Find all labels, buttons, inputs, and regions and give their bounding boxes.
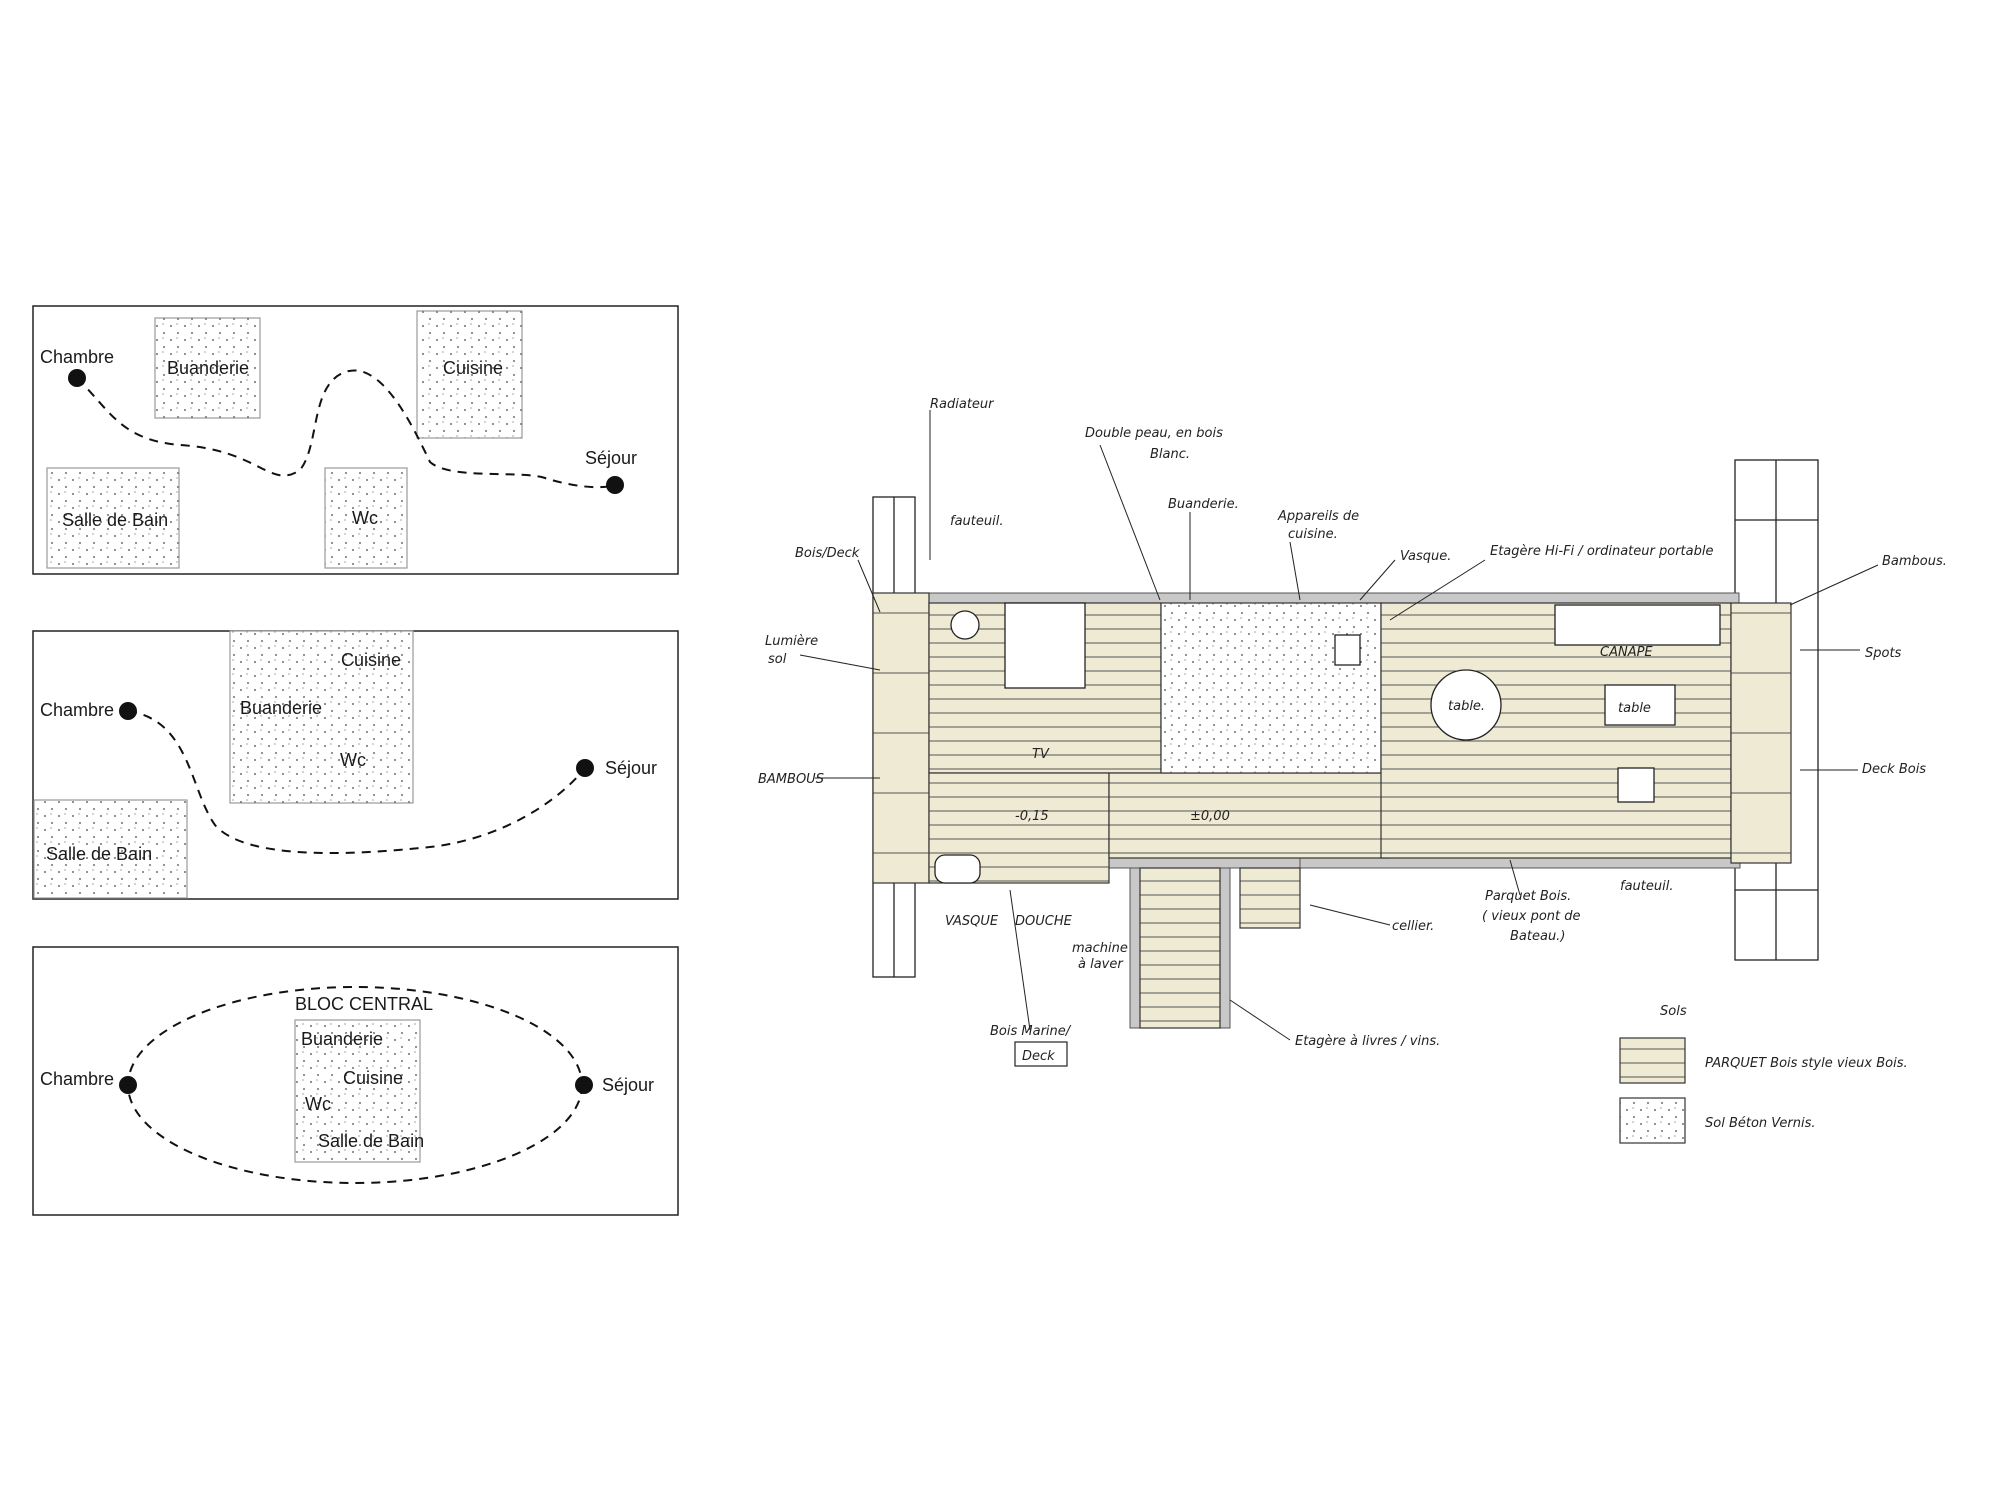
- label-sejour: Séjour: [605, 758, 657, 778]
- note-bois-deck: Bois/Deck: [795, 546, 860, 561]
- left-deck: [872, 592, 930, 884]
- corridor-floor: [1108, 772, 1390, 859]
- note-etagere-hifi: Etagère Hi-Fi / ordinateur portable: [1490, 544, 1713, 559]
- label-salle-de-bain: Salle de Bain: [46, 844, 152, 864]
- coffee-table: [1604, 684, 1676, 726]
- label-buanderie: Buanderie: [301, 1029, 383, 1049]
- legend-swatch-beton: [1619, 1097, 1686, 1144]
- label-chambre: Chambre: [40, 347, 114, 367]
- sejour-node: [606, 476, 624, 494]
- zone-salle-de-bain: [33, 799, 188, 899]
- right-deck: [1730, 602, 1792, 864]
- label-sejour: Séjour: [602, 1075, 654, 1095]
- sejour-node: [576, 759, 594, 777]
- washbasin: [934, 854, 981, 884]
- zone-cuisine: [416, 310, 523, 439]
- note-double-peau-2: Blanc.: [1150, 447, 1190, 462]
- note-fauteuil-bottom: fauteuil.: [1620, 879, 1673, 894]
- label-cuisine: Cuisine: [341, 650, 401, 670]
- label-salle-de-bain: Salle de Bain: [62, 510, 168, 530]
- label-chambre: Chambre: [40, 700, 114, 720]
- zone-salle-de-bain: [46, 467, 180, 569]
- label-wc: Wc: [340, 750, 366, 770]
- note-vasque: Vasque.: [1400, 549, 1451, 564]
- zone-wc: [324, 467, 408, 569]
- legend-swatch-parquet: [1619, 1037, 1686, 1084]
- note-spots: Spots: [1865, 646, 1902, 661]
- sofa: [1554, 604, 1721, 646]
- note-parquet-bois: Parquet Bois.: [1485, 889, 1571, 904]
- note-radiateur: Radiateur: [930, 397, 995, 412]
- note-machine: machine: [1072, 941, 1128, 956]
- label-buanderie: Buanderie: [167, 358, 249, 378]
- note-lumiere: Lumière: [765, 634, 818, 649]
- toilet: [1334, 634, 1361, 666]
- deck-label-box: [1014, 1041, 1068, 1067]
- armchair-bedroom: [950, 610, 980, 640]
- note-machine-2: à laver: [1078, 957, 1124, 972]
- label-salle-de-bain: Salle de Bain: [318, 1131, 424, 1151]
- note-double-peau: Double peau, en bois: [1085, 426, 1223, 441]
- label-chambre: Chambre: [40, 1069, 114, 1089]
- chambre-node: [119, 1076, 137, 1094]
- diagram-2: Chambre Séjour Cuisine Buanderie Wc Sall…: [32, 630, 679, 900]
- legend-title: Sols: [1660, 1004, 1687, 1019]
- label-wc: Wc: [305, 1094, 331, 1114]
- note-fauteuil-top: fauteuil.: [950, 514, 1003, 529]
- note-bois-marine: Bois Marine/: [990, 1024, 1072, 1039]
- note-cellier: cellier.: [1392, 919, 1434, 934]
- legend: Sols PARQUET Bois style vieux Bois. Sol …: [1619, 1004, 1908, 1144]
- label-sejour: Séjour: [585, 448, 637, 468]
- label-buanderie: Buanderie: [240, 698, 322, 718]
- note-lumiere-2: sol: [768, 652, 787, 667]
- cellier-floor: [1239, 867, 1301, 929]
- note-deck-box: Deck: [1022, 1049, 1055, 1064]
- note-table-small: table: [1618, 701, 1651, 716]
- circulation-path: [127, 710, 586, 855]
- label-bloc-central: BLOC CENTRAL: [295, 994, 433, 1014]
- label-cuisine: Cuisine: [443, 358, 503, 378]
- armchair-living: [1617, 767, 1655, 803]
- note-level-1: -0,15: [1015, 809, 1049, 824]
- note-bambous-left: BAMBOUS: [758, 772, 824, 787]
- central-block-floor: [1160, 602, 1382, 774]
- circulation-path: [76, 369, 616, 489]
- zone-central-block: [294, 1019, 421, 1163]
- note-deck-bois: Deck Bois: [1862, 762, 1926, 777]
- legend-beton: Sol Béton Vernis.: [1705, 1116, 1816, 1131]
- note-parquet-bois-3: Bateau.): [1510, 929, 1565, 944]
- note-vasque-bottom: VASQUE: [945, 914, 999, 929]
- zone-central-block: [229, 630, 414, 804]
- note-etagere-livres: Etagère à livres / vins.: [1295, 1034, 1440, 1049]
- note-parquet-bois-2: ( vieux pont de: [1482, 909, 1581, 924]
- dining-table: [1430, 669, 1502, 741]
- note-appareils: Appareils de: [1277, 509, 1359, 524]
- legend-parquet: PARQUET Bois style vieux Bois.: [1705, 1056, 1908, 1071]
- diagram-1: Chambre Séjour Buanderie Cuisine Salle d…: [32, 305, 679, 575]
- chambre-node: [68, 369, 86, 387]
- label-cuisine: Cuisine: [343, 1068, 403, 1088]
- label-wc: Wc: [352, 508, 378, 528]
- chambre-node: [119, 702, 137, 720]
- zone-buanderie: [154, 317, 261, 419]
- note-tv: TV: [1032, 747, 1050, 762]
- note-canape: CANAPE: [1600, 645, 1653, 660]
- bed: [1004, 602, 1086, 689]
- sejour-node: [575, 1076, 593, 1094]
- note-buanderie: Buanderie.: [1168, 497, 1239, 512]
- note-level-2: ±0,00: [1190, 809, 1230, 824]
- note-douche: DOUCHE: [1015, 914, 1073, 929]
- note-appareils-2: cuisine.: [1288, 527, 1338, 542]
- floor-plan: Radiateur Double peau, en bois Blanc. Bu…: [758, 397, 1947, 1067]
- note-table: table.: [1448, 699, 1485, 714]
- stair-floor: [1139, 867, 1221, 1029]
- diagram-3: BLOC CENTRAL Chambre Séjour Buanderie Cu…: [32, 946, 679, 1216]
- note-bambous-top: Bambous.: [1882, 554, 1947, 569]
- north-wall: [905, 592, 1740, 604]
